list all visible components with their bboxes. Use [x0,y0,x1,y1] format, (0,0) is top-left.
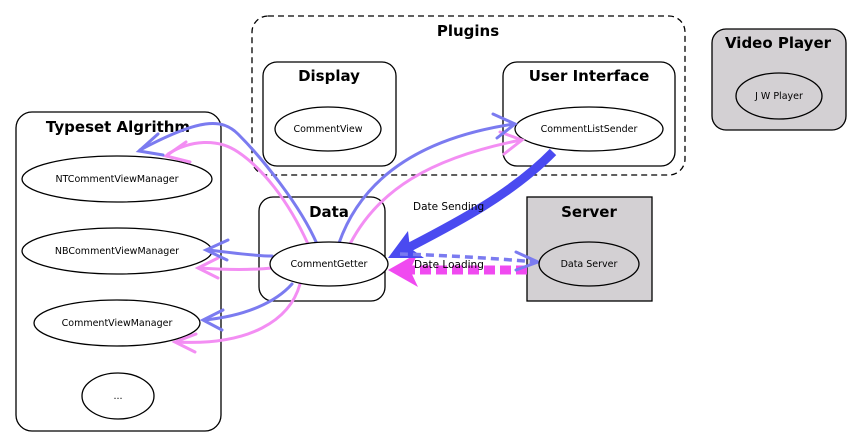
blue-link-to-sender [337,122,516,245]
server-title: Server [561,203,617,221]
blue-arrowhead-sender [491,112,518,140]
ellipsis-node [81,372,155,420]
comment-list-sender-label: CommentListSender [541,124,638,135]
blue-link-to-nb-manager [206,248,274,258]
blue-arrowhead-nb [202,238,230,262]
blue-connectors [135,112,557,332]
data-server-label: Data Server [561,259,618,270]
video-player-title: Video Player [725,34,832,52]
pink-link-to-cv-manager [174,282,302,344]
typeset-title: Typeset Algrithm [46,118,190,136]
pink-arrowhead-sender [498,130,526,156]
pink-connectors [162,130,527,354]
ellipsis-label: ... [113,391,122,402]
date-sending-label: Date Sending [413,201,484,213]
date-loading-label: Date Loading [414,259,484,271]
user-interface-group: User Interface CommentListSender [502,61,676,167]
comment-view-label: CommentView [293,124,362,135]
jw-player-label: J W Player [754,91,803,102]
data-title: Data [309,203,349,221]
video-player-group: Video Player J W Player [711,28,847,131]
user-interface-title: User Interface [529,67,650,85]
date-sending-arrowhead [388,231,424,258]
date-loading-arrowhead [388,253,418,287]
typeset-group: Typeset Algrithm NTCommentViewManager NB… [15,111,222,432]
plugins-title: Plugins [437,22,499,40]
comment-getter-label: CommentGetter [291,259,368,270]
data-nodes: CommentGetter Data Server [269,241,640,287]
pink-arrowhead-cv [171,332,198,354]
cv-manager-node [33,299,201,347]
comment-list-sender-node [514,106,664,152]
data-server-node [538,241,640,287]
pink-arrowhead-nb [194,256,220,280]
nt-manager-label: NTCommentViewManager [55,174,178,185]
pink-arrowhead-nt [162,140,192,164]
blue-arrowhead-nt [135,132,165,157]
blue-arrowhead-cv [199,308,225,332]
cv-manager-label: CommentViewManager [62,318,173,329]
server-request-arrow [399,252,537,264]
nb-manager-label: NBCommentViewManager [55,246,179,257]
jw-player-node [735,72,823,120]
pink-link-to-nb-manager [198,266,274,271]
blue-link-to-nt-manager [138,122,319,246]
pink-link-to-nt-manager [166,140,310,246]
comment-getter-node [269,241,389,287]
comment-view-node [274,106,382,152]
pink-link-to-sender [348,138,523,246]
nt-manager-node [21,155,213,203]
display-group: Display CommentView [262,61,397,167]
date-sending-arrow [401,148,557,254]
display-title: Display [298,67,360,85]
blue-link-to-cv-manager [202,282,294,322]
server-request-arrowhead [514,250,542,272]
